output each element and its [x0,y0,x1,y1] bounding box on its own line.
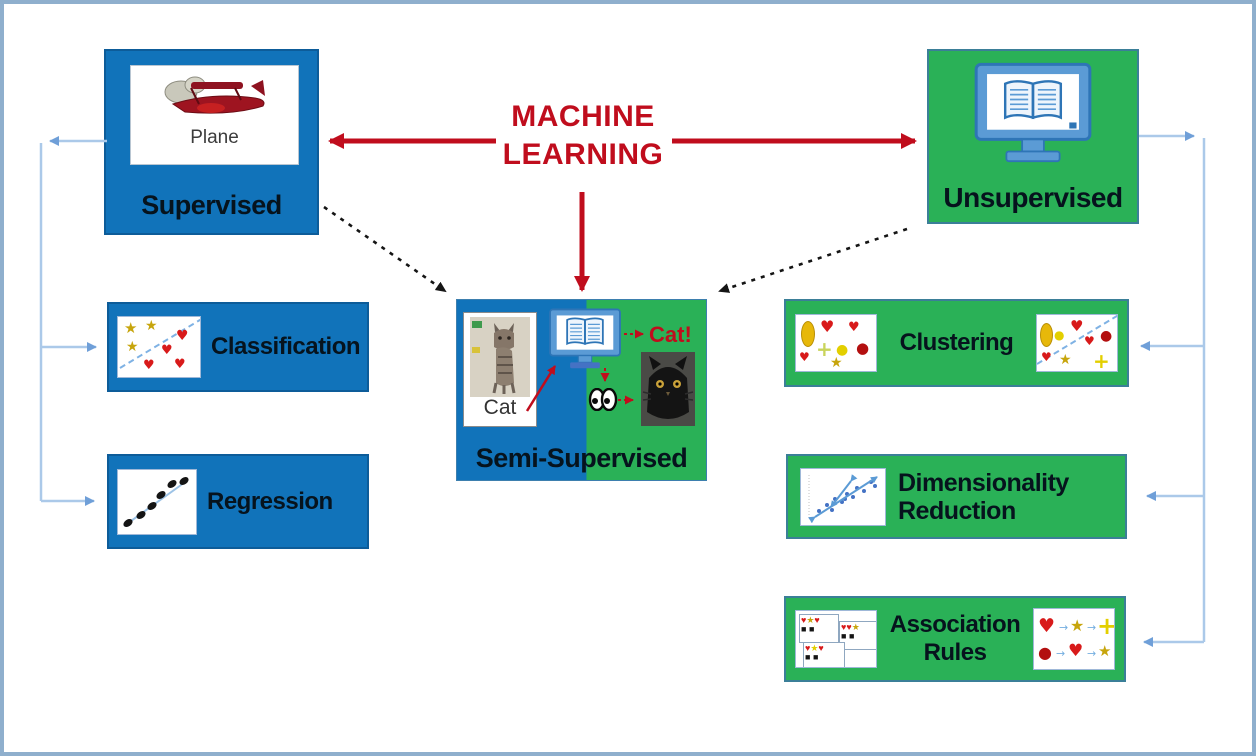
clustering-label: Clustering [899,329,1014,356]
node-semi-supervised: Cat Cat! [456,299,707,481]
supervised-label: Supervised [141,190,282,220]
dimensionality-reduction-label: Dimensionality Reduction [898,468,1069,525]
unsupervised-label: Unsupervised [943,182,1123,213]
arrow-supervised-to-semi [323,205,447,293]
plane-icon [164,76,265,114]
eyes-icon [588,388,618,411]
node-regression: Regression [107,454,369,549]
rules-sequence-icon [1033,608,1115,670]
tabby-cat-photo [470,317,530,397]
clustering-grouped-icon [1036,314,1118,372]
node-supervised: Plane Supervised [104,49,319,235]
cat-image-card: Cat [463,312,537,427]
cat-prediction-label: Cat! [649,322,692,347]
regression-scatter-icon [117,468,197,535]
node-classification: Classification [107,302,369,392]
node-clustering: Clustering [784,299,1129,387]
cat-label: Cat [483,396,517,419]
pca-axes-icon [800,467,886,526]
association-rules-label: Association Rules [889,611,1021,666]
classification-label: Classification [211,333,361,360]
plane-label: Plane [190,127,239,148]
black-cat-photo [641,352,695,426]
regression-label: Regression [207,487,333,515]
monitor-book-icon-small [549,308,621,369]
diagram-title: MACHINE LEARNING [502,100,664,171]
plane-image-card: Plane [130,65,299,165]
semi-supervised-label: Semi-Supervised [475,443,688,473]
node-dimensionality-reduction: Dimensionality Reduction [786,454,1127,539]
node-unsupervised: Unsupervised [927,49,1139,224]
transactions-icon: ♥★♥ ■ ■ ♥♥★ ■ ■ ♥★♥ ■ ■ [795,610,877,668]
classification-scatter-icon [117,316,201,378]
clustering-unsorted-icon [795,314,877,372]
arrow-unsupervised-to-semi [718,227,908,293]
node-association-rules: ♥★♥ ■ ■ ♥♥★ ■ ■ ♥★♥ ■ ■ Association Rule… [784,596,1126,682]
monitor-book-icon [974,62,1092,163]
